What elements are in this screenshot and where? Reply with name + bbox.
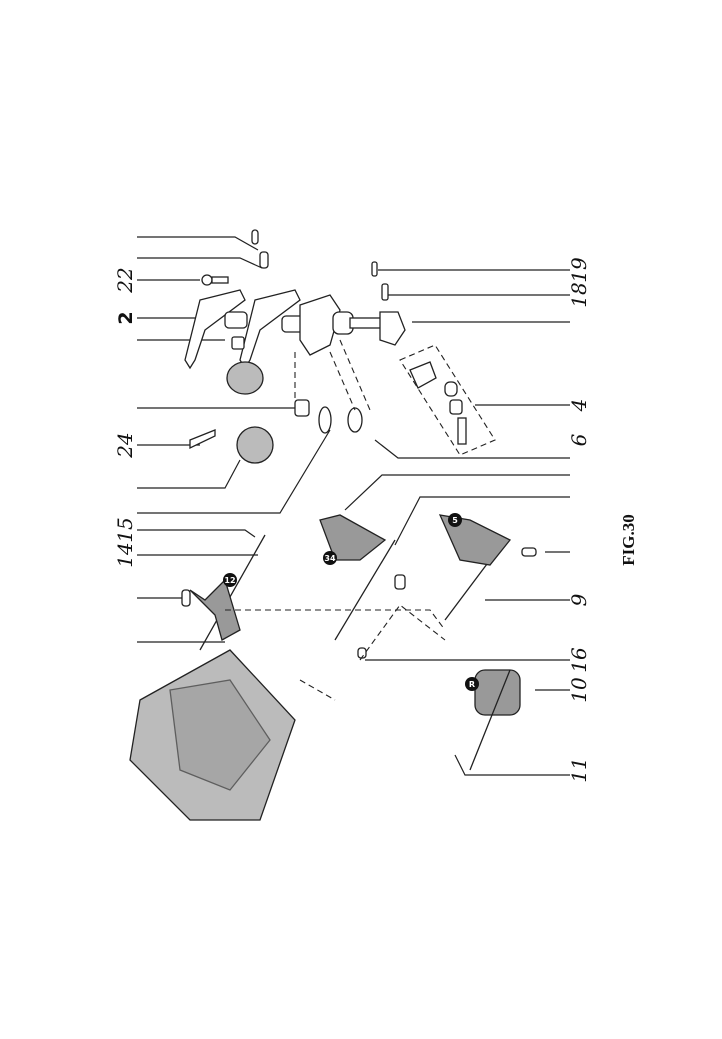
gearbox-housing [129, 649, 296, 821]
gear-badge-5-text: 5 [452, 516, 458, 525]
gear-badge-R-text: R [469, 680, 475, 689]
label-11: 11 [567, 757, 591, 782]
gear-badge-R [465, 677, 479, 691]
reverse-gear: R [357, 647, 521, 771]
label-10: 10 [567, 677, 591, 703]
gear-badge-5 [448, 513, 462, 527]
label-16: 16 [567, 647, 591, 673]
gear-badge-34 [323, 551, 337, 565]
label-15: 15 [113, 517, 137, 542]
gear-badge-12 [223, 573, 237, 587]
fork-12: 12 [181, 534, 266, 651]
left-leader-lines [137, 236, 331, 643]
label-4: 4 [567, 399, 591, 413]
gear-badge-34-text: 34 [324, 554, 336, 563]
selector-shaft-assembly [184, 229, 406, 464]
label-22: 22 [113, 267, 137, 293]
label-18: 18 [567, 282, 591, 307]
fork-5: 5 [438, 513, 537, 621]
gear-badge-12-text: 12 [224, 576, 235, 585]
right-leader-lines [344, 269, 570, 776]
label-14: 14 [113, 542, 137, 567]
guide-dashed-lines [225, 604, 446, 701]
figure-title: FIG.30 [619, 514, 638, 565]
part-labels: 22 2 24 15 14 19 18 4 6 9 16 10 11 FIG.3… [113, 257, 638, 783]
label-19: 19 [567, 257, 591, 283]
label-24: 24 [113, 432, 137, 458]
label-9: 9 [567, 593, 591, 606]
label-2: 2 [115, 311, 137, 324]
part-group-4 [399, 344, 496, 456]
label-6: 6 [567, 433, 591, 446]
fork-34: 34 [319, 514, 406, 641]
